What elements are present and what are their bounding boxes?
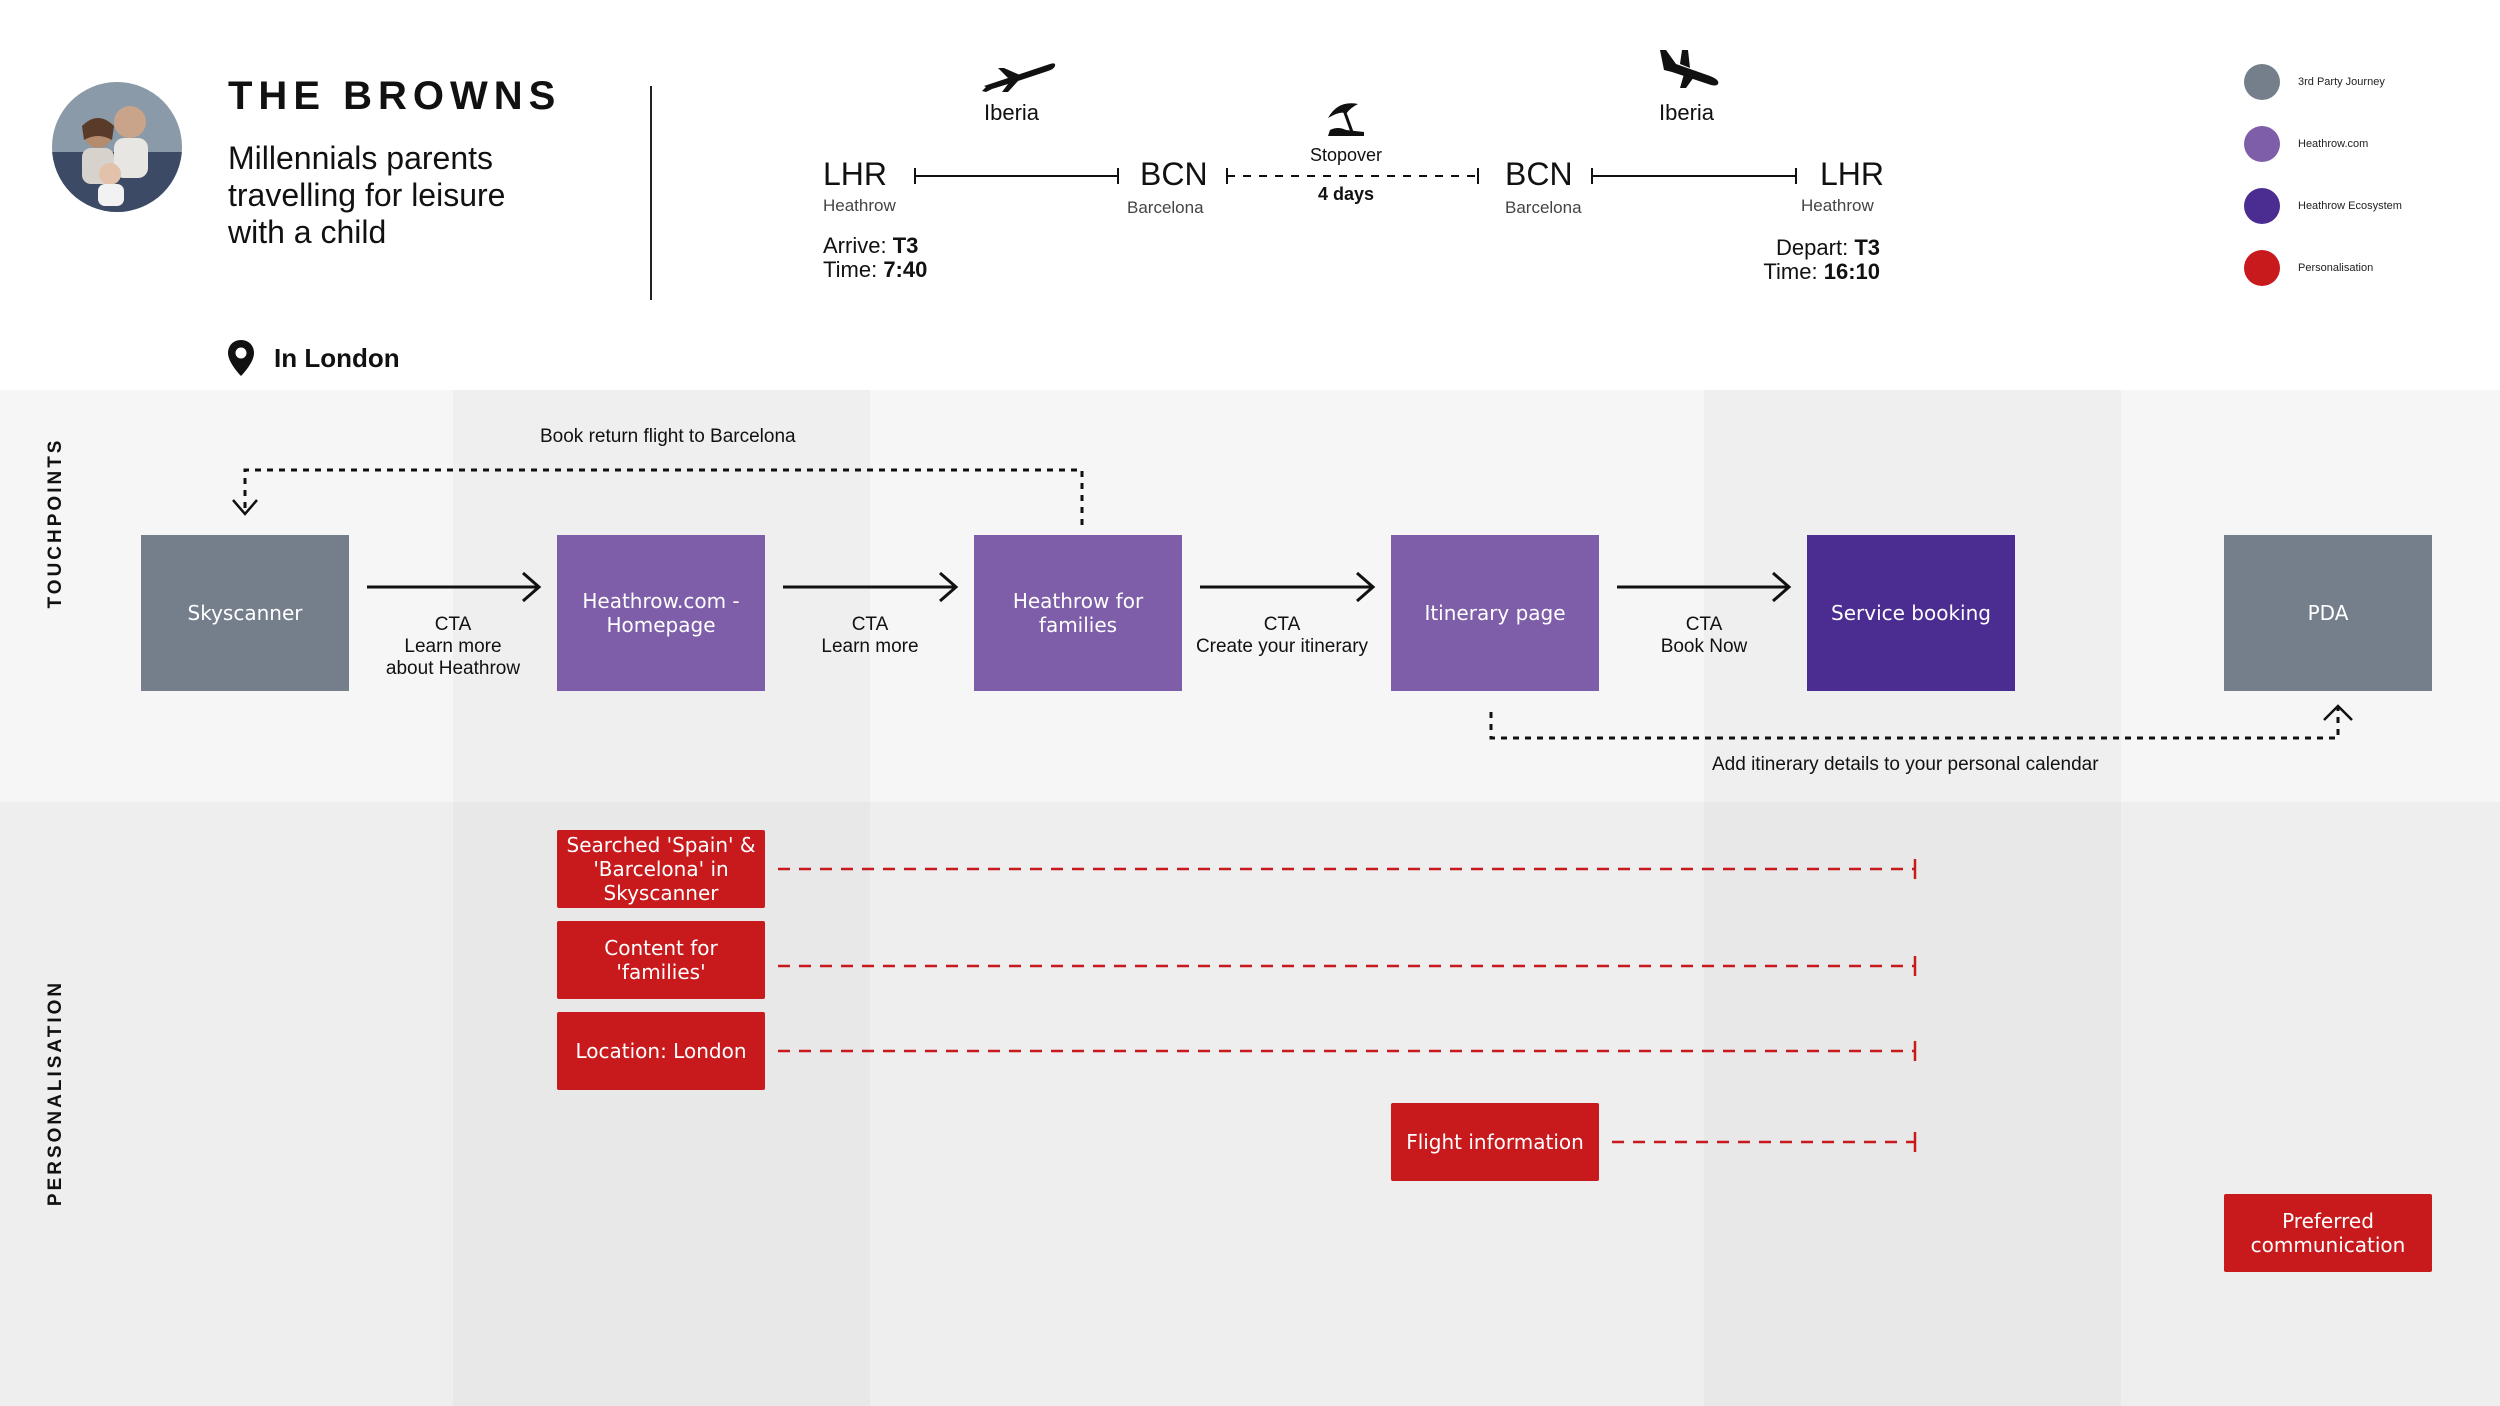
flow-arrowhead — [1772, 571, 1792, 603]
header-divider — [650, 86, 652, 300]
cta-text: Book Now — [1660, 636, 1748, 657]
return-airline: Iberia — [1659, 100, 1715, 125]
loop-arrowhead — [232, 499, 258, 516]
legend-item: Heathrow.com — [2244, 126, 2444, 162]
return-to-code: LHR — [1820, 156, 1885, 192]
personalisation-preferred-communication[interactable]: Preferred communication — [2224, 1194, 2432, 1272]
touchpoint-service-booking[interactable]: Service booking — [1807, 535, 2015, 691]
cta-text: Create your itinerary — [1195, 636, 1369, 657]
column-shade — [1704, 802, 2121, 1406]
outbound-to-code: BCN — [1140, 156, 1208, 192]
legend-swatch — [2244, 188, 2280, 224]
persona-description: Millennials parents travelling for leisu… — [228, 140, 506, 250]
touchpoint-pda[interactable]: PDA — [2224, 535, 2432, 691]
persona-header: THE BROWNS Millennials parents travellin… — [0, 0, 2500, 390]
touchpoint-itinerary-page[interactable]: Itinerary page — [1391, 535, 1599, 691]
personalisation-label: Location: London — [575, 1039, 747, 1063]
loop-arrowhead — [2323, 704, 2353, 721]
flow-arrowhead — [522, 571, 542, 603]
legend-swatch — [2244, 250, 2280, 286]
personalisation-flight-information[interactable]: Flight information — [1391, 1103, 1599, 1181]
cta-text: Learn more — [821, 636, 919, 657]
return-from-code: BCN — [1505, 156, 1573, 192]
legend-item: 3rd Party Journey — [2244, 64, 2444, 100]
depart-terminal: T3 — [1854, 235, 1880, 260]
cta-text: Learn more about Heathrow — [385, 636, 521, 679]
outbound-from-city: Heathrow — [823, 196, 896, 215]
personalisation-location-london[interactable]: Location: London — [557, 1012, 765, 1090]
legend-item: Personalisation — [2244, 250, 2444, 286]
flow-arrowhead — [1356, 571, 1376, 603]
cta-title: CTA — [1263, 614, 1301, 635]
personalisation-searched-spain-barcelona-in-skyscanner[interactable]: Searched 'Spain' & 'Barcelona' in Skysca… — [557, 830, 765, 908]
legend-label: Personalisation — [2298, 262, 2374, 274]
touchpoint-label: Service booking — [1831, 601, 1991, 625]
persona-name: THE BROWNS — [228, 74, 562, 118]
book-return-loop-label: Book return flight to Barcelona — [540, 426, 796, 447]
stopover-duration: 4 days — [1317, 184, 1375, 204]
touchpoint-label: Skyscanner — [187, 601, 303, 625]
outbound-airline: Iberia — [984, 100, 1040, 125]
legend-label: Heathrow.com — [2298, 138, 2369, 150]
location-pin-icon — [228, 340, 254, 376]
landing-plane-icon — [1660, 50, 1719, 88]
depart-label: Depart: — [1776, 235, 1849, 260]
touchpoint-label: PDA — [2307, 601, 2349, 625]
return-from-city: Barcelona — [1505, 198, 1582, 217]
cta-title: CTA — [851, 614, 889, 635]
outbound-from-code: LHR — [823, 156, 888, 192]
arrive-time: 7:40 — [883, 257, 928, 282]
personalisation-label: Content for 'families' — [604, 936, 718, 984]
connectors — [232, 468, 2353, 1152]
cta-title: CTA — [1685, 614, 1723, 635]
personalisation-label: Preferred communication — [2250, 1209, 2406, 1257]
add-itinerary-loop — [1489, 708, 2340, 740]
flow-arrowhead — [939, 571, 959, 603]
touchpoint-label: Heathrow for families — [1012, 589, 1144, 637]
legend-item: Heathrow Ecosystem — [2244, 188, 2444, 224]
legend-label: Heathrow Ecosystem — [2298, 200, 2402, 212]
route-lines — [914, 168, 1797, 184]
legend-swatch — [2244, 126, 2280, 162]
arrive-terminal: T3 — [892, 233, 919, 258]
add-itinerary-loop-label: Add itinerary details to your personal c… — [1712, 754, 2099, 775]
legend-label: 3rd Party Journey — [2298, 76, 2385, 88]
touchpoint-heathrow-com-homepage[interactable]: Heathrow.com - Homepage — [557, 535, 765, 691]
book-return-loop — [243, 468, 1084, 525]
legend-swatch — [2244, 64, 2280, 100]
depart-time-label: Time: — [1763, 259, 1818, 284]
arrive-label: Arrive: — [823, 233, 887, 258]
stopover-label: Stopover — [1309, 145, 1383, 165]
outbound-to-city: Barcelona — [1127, 198, 1204, 217]
personalisation-label: Searched 'Spain' & 'Barcelona' in Skysca… — [566, 833, 756, 905]
arrive-info: Arrive: T3 Time: 7:40 — [823, 234, 927, 282]
touchpoint-heathrow-for-families[interactable]: Heathrow for families — [974, 535, 1182, 691]
touchpoint-skyscanner[interactable]: Skyscanner — [141, 535, 349, 691]
takeoff-plane-icon — [982, 63, 1056, 92]
cta-title: CTA — [434, 614, 472, 635]
arrive-time-label: Time: — [823, 257, 878, 282]
personalisation-label: Flight information — [1406, 1130, 1584, 1154]
return-to-city: Heathrow — [1801, 196, 1874, 215]
touchpoint-label: Itinerary page — [1424, 601, 1566, 625]
family-photo-icon — [52, 82, 182, 212]
location-label: In London — [274, 343, 400, 373]
depart-info: Depart: T3 Time: 16:10 — [1740, 236, 1880, 284]
personalisation-content-for-families[interactable]: Content for 'families' — [557, 921, 765, 999]
persona-avatar — [52, 82, 182, 212]
touchpoint-label: Heathrow.com - Homepage — [582, 589, 740, 637]
beach-umbrella-icon — [1328, 103, 1364, 136]
depart-time: 16:10 — [1823, 259, 1880, 284]
